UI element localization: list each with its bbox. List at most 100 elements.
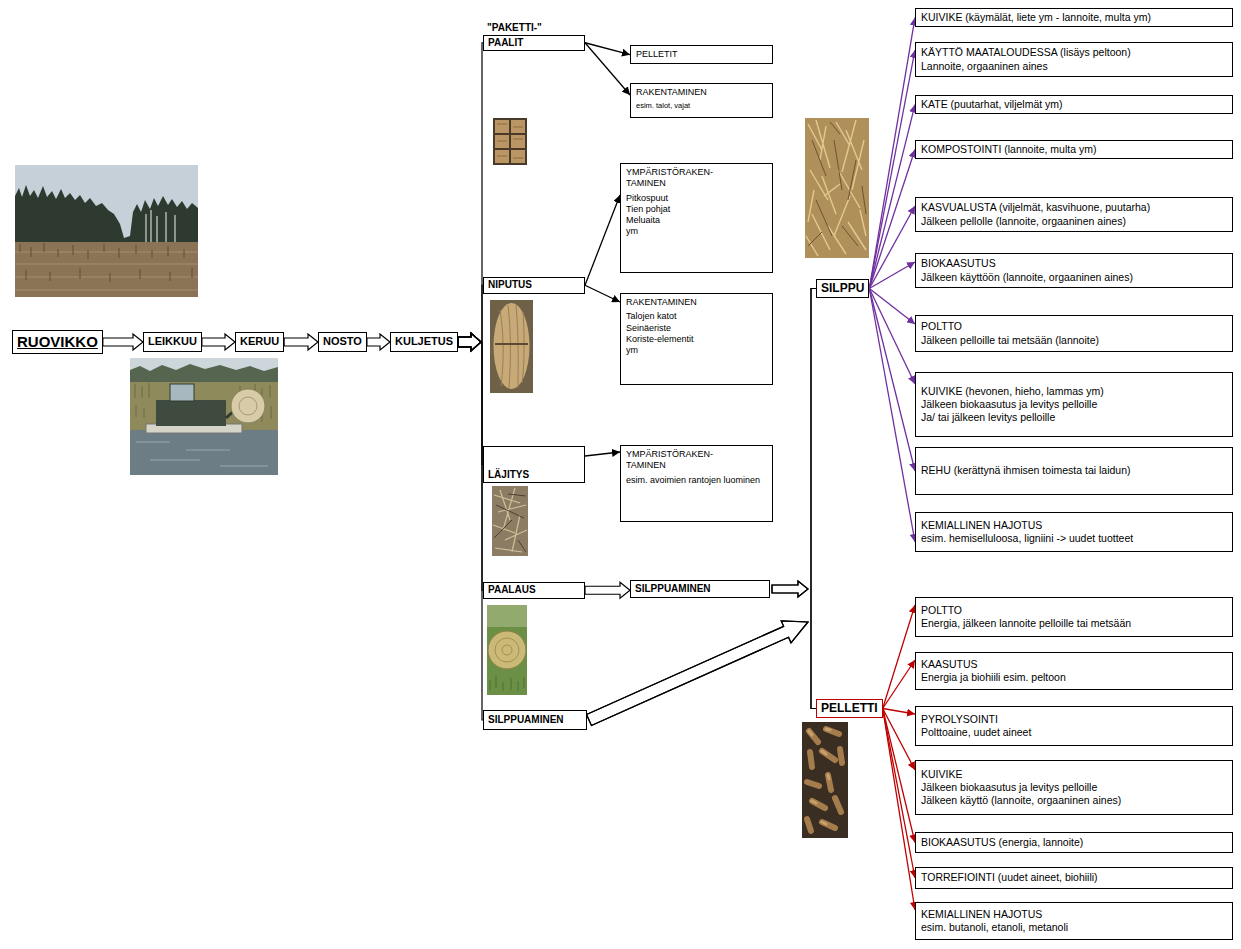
flow-arrow [284, 334, 318, 350]
round-bale-photo [487, 605, 527, 695]
bale-ring [239, 397, 257, 415]
stage-box: "PAKETTI-"PAALIT [483, 22, 585, 51]
use-box: KAASUTUSEnergia ja biohiili esim. peltoo… [915, 652, 1233, 690]
square-bales [495, 120, 525, 163]
bundle-stalks [500, 305, 524, 388]
use-box: KUIVIKEJälkeen biokaasutus ja levitys pe… [915, 760, 1233, 815]
flow-arrow [458, 43, 483, 351]
box-heading: KAASUTUS [921, 658, 1227, 671]
box-heading: KEMIALLINEN HAJOTUS [921, 908, 1227, 921]
branch-arrow [883, 709, 915, 843]
box-label: SILPPU [821, 281, 864, 296]
branch-arrow [869, 150, 915, 289]
use-box: KUIVIKE (hevonen, hieho, lammas ym)Jälke… [915, 372, 1233, 437]
use-box: BIOKAASUTUS (energia, lannoite) [915, 832, 1233, 853]
use-box: KEMIALLINEN HAJOTUSesim. hemiselluloosa,… [915, 512, 1233, 552]
branch-arrow [869, 206, 915, 289]
box-heading: KASVUALUSTA (viljelmät, kasvihuone, puut… [921, 201, 1227, 214]
chopped-ground [805, 118, 869, 258]
flow-arrow [458, 333, 483, 465]
reed-landscape-photo [15, 165, 198, 297]
pile-straws [493, 488, 527, 552]
reed-pile-photo [492, 486, 528, 556]
use-box: POLTTOJälkeen pelloille tai metsään (lan… [915, 315, 1233, 352]
box-heading: RAKENTAMINEN [636, 87, 767, 98]
bundle-ground [490, 300, 533, 393]
step-box: KULJETUS [390, 332, 458, 352]
tree-line [130, 364, 278, 384]
use-box: REHU (kerättynä ihmisen toimesta tai lai… [915, 447, 1233, 495]
box-detail: Seinäeriste [626, 323, 767, 334]
box-label: BIOKAASUTUS (energia, lannoite) [921, 836, 1227, 849]
box-label: PELLETTI [821, 701, 878, 716]
box-label: PELLETIT [636, 49, 767, 60]
use-box: KEMIALLINEN HAJOTUSesim. butanoli, etano… [915, 902, 1233, 940]
grass-blades [490, 676, 524, 691]
product-box: PELLETIT [630, 45, 773, 64]
branch-arrow [585, 43, 630, 55]
light-straws [806, 120, 866, 256]
harvester-cabin [170, 384, 194, 401]
product-box: RAKENTAMINENesim. talot, vajat [630, 83, 773, 118]
box-detail: Ja/ tai jälkeen levitys pelloille [921, 411, 1227, 424]
branch-arrow [585, 195, 620, 285]
box-heading: KEMIALLINEN HAJOTUS [921, 519, 1227, 532]
bale-core [502, 645, 512, 655]
flow-arrow [772, 581, 816, 709]
box-detail: PAALIT [483, 35, 585, 52]
box-label: KUIVIKE (käymälät, liete ym - lannoite, … [921, 11, 1227, 24]
box-detail: Jälkeen käyttöön (lannoite, orgaaninen a… [921, 271, 1227, 284]
box-detail: Pitkospuut [626, 193, 767, 204]
box-detail: Jälkeen käyttö (lannoite, orgaaninen ain… [921, 794, 1227, 807]
flow-arrow [103, 334, 143, 350]
box-label: PAALAUS [488, 584, 580, 597]
reed-bundle-photo [490, 300, 533, 393]
product-box: RAKENTAMINENTalojen katotSeinäeristeKori… [620, 293, 773, 385]
source-box: RUOVIKKO [12, 330, 103, 355]
product-box: YMPÄRISTÖRAKEN- TAMINENPitkospuutTien po… [620, 163, 773, 273]
branch-arrow [585, 43, 630, 95]
process-box: SILPPUAMINEN [630, 580, 770, 598]
water-ripples [136, 442, 268, 466]
box-detail: esim. butanoli, etanoli, metanoli [921, 921, 1227, 934]
pile-ground [492, 486, 528, 556]
box-heading: "PAKETTI-" [483, 22, 585, 35]
box-detail: Energia ja biohiili esim. peltoon [921, 671, 1227, 684]
box-heading: POLTTO [921, 320, 1227, 333]
dark-straws [808, 122, 866, 246]
use-box: POLTTOEnergia, jälkeen lannoite pelloill… [915, 597, 1233, 637]
branch-arrow [869, 50, 915, 289]
bales-ground [493, 118, 527, 165]
edge-group [103, 18, 915, 910]
step-box: LEIKKUU [143, 332, 202, 352]
box-label: TORREFIOINTI (uudet aineet, biohiili) [921, 871, 1227, 884]
flow-arrow [458, 333, 483, 720]
box-detail: Talojen katot [626, 311, 767, 322]
flow-arrow [587, 289, 816, 726]
use-box: KOMPOSTOINTI (lannoite, multa ym) [915, 140, 1233, 159]
box-detail: ym [626, 345, 767, 356]
pellet-ground [802, 722, 848, 838]
sky [130, 358, 278, 475]
branch-arrow [869, 18, 915, 289]
box-detail: esim. hemiselluloosa, ligniini -> uudet … [921, 532, 1227, 545]
box-heading: RAKENTAMINEN [626, 297, 767, 308]
branch-arrow [869, 289, 915, 325]
product-box: YMPÄRISTÖRAKEN- TAMINENesim. avoimien ra… [620, 445, 773, 522]
grass-light [487, 605, 527, 627]
stage-box: NIPUTUS [483, 277, 585, 294]
box-detail: Jälkeen biokaasutus ja levitys pelloille [921, 781, 1227, 794]
branch-arrow [883, 605, 915, 709]
box-label: SILPPUAMINEN [488, 714, 582, 727]
box-detail: esim. avoimien rantojen luominen [626, 475, 767, 486]
use-box: KASVUALUSTA (viljelmät, kasvihuone, puut… [915, 197, 1233, 232]
branch-arrow [869, 262, 915, 289]
use-box: KATE (puutarhat, viljelmät ym) [915, 95, 1233, 114]
field-texture [15, 252, 198, 290]
chopped-reed-photo [805, 118, 869, 258]
use-box: BIOKAASUTUSJälkeen käyttöön (lannoite, o… [915, 253, 1233, 288]
use-box: PYROLYSOINTIPolttoaine, uudet aineet [915, 706, 1233, 746]
harvester-body [156, 400, 226, 426]
box-label: KERUU [240, 335, 279, 349]
box-detail: Lannoite, orgaaninen aines [921, 60, 1227, 73]
